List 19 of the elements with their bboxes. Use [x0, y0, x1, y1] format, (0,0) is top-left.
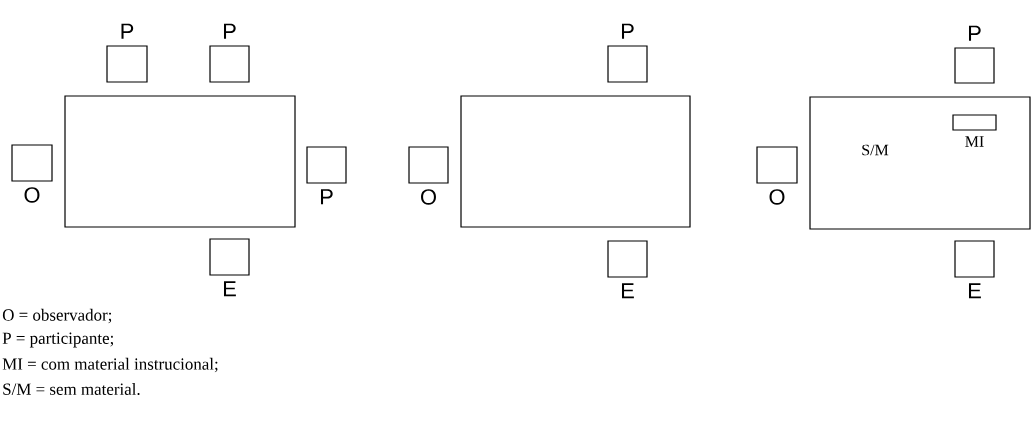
- material-label: MI: [965, 136, 984, 147]
- seat-label: O: [24, 187, 40, 203]
- seat-label: P: [224, 23, 236, 39]
- seat-label: E: [622, 283, 634, 299]
- seat-label: P: [121, 23, 134, 39]
- legend-line: S/M = sem material.: [3, 383, 140, 395]
- seat-label: E: [224, 281, 236, 297]
- table-box: [64, 95, 296, 228]
- table-box: [460, 95, 691, 228]
- table-label: S/M: [862, 144, 889, 156]
- seat-label: O: [769, 189, 785, 205]
- seat-label: E: [969, 283, 981, 299]
- seat-label: P: [321, 189, 333, 205]
- seat-label: O: [421, 189, 436, 205]
- seat-label: P: [622, 23, 634, 39]
- legend-line: O = observador;: [2, 308, 112, 324]
- legend-line: MI = com material instrucional;: [2, 357, 218, 373]
- legend-line: P = participante;: [2, 332, 113, 348]
- seat-label: P: [969, 25, 981, 41]
